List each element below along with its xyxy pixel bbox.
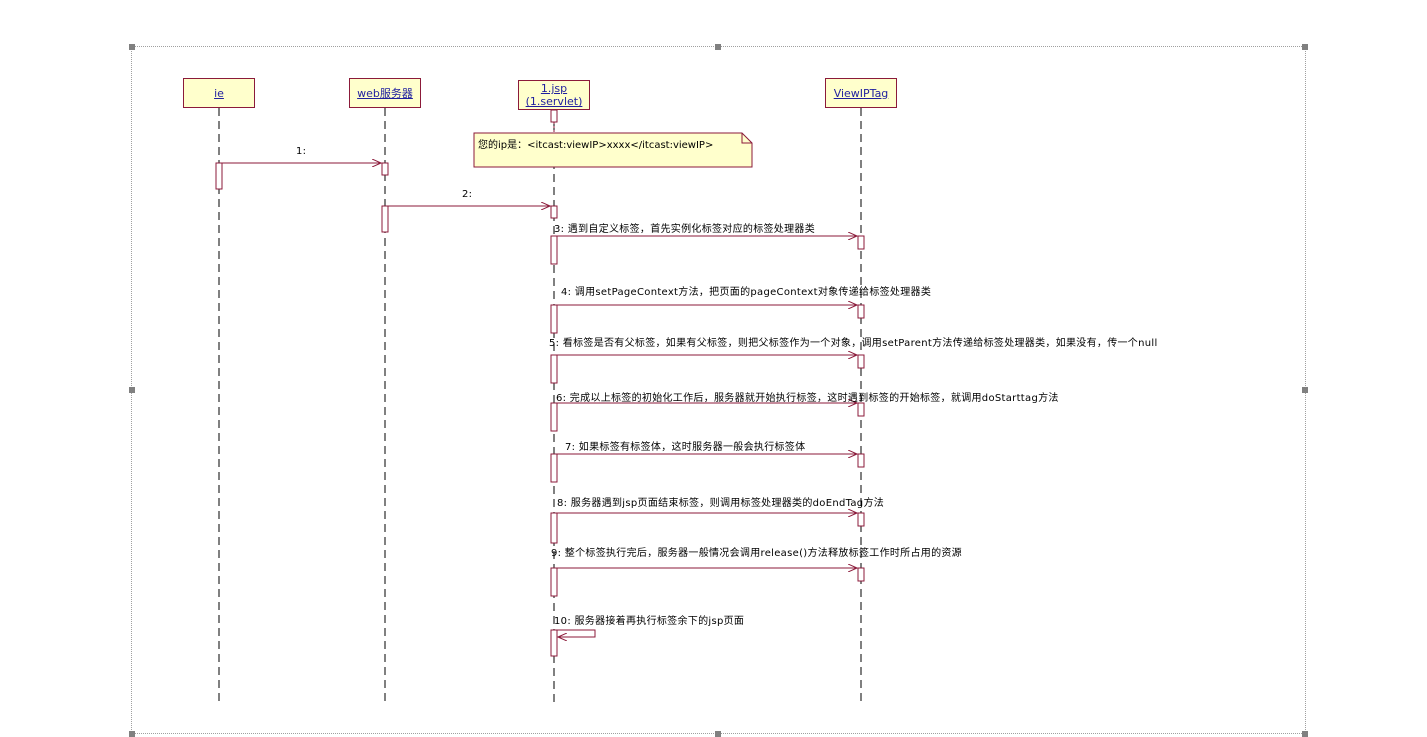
lifeline-head-tag[interactable]: ViewIPTag [825,78,897,108]
activation-jsp-1[interactable] [550,205,558,219]
activation-jsp-9[interactable] [550,629,558,657]
activation-tag-1[interactable] [857,235,865,250]
lifeline-label-jsp-sub: (1.servlet) [525,95,583,108]
message-label-5: 5: 看标签是否有父标签，如果有父标签，则把父标签作为一个对象，调用setPar… [549,338,1158,349]
note-fold [741,133,752,144]
note-text: 您的ip是：<itcast:viewIP>xxxx</itcast:viewIP… [478,140,714,151]
resize-handle-bottom[interactable] [715,731,721,737]
lifeline-label-tag: ViewIPTag [833,86,889,100]
activation-web-2[interactable] [381,205,389,233]
activation-jsp-8[interactable] [550,567,558,597]
message-label-3: 3: 遇到自定义标签，首先实例化标签对应的标签处理器类 [554,224,816,235]
resize-handle-bottom-left[interactable] [129,731,135,737]
activation-jsp-head[interactable] [550,109,558,123]
message-label-7: 7: 如果标签有标签体，这时服务器一般会执行标签体 [565,442,806,453]
activation-tag-2[interactable] [857,304,865,319]
activation-jsp-5[interactable] [550,402,558,432]
resize-handle-top-right[interactable] [1302,44,1308,50]
message-label-6: 6: 完成以上标签的初始化工作后，服务器就开始执行标签，这时遇到标签的开始标签，… [556,393,1059,404]
message-label-9: 9: 整个标签执行完后，服务器一般情况会调用release()方法释放标签工作时… [551,548,962,559]
activation-ie[interactable] [215,162,223,190]
resize-handle-bottom-right[interactable] [1302,731,1308,737]
activation-jsp-3[interactable] [550,304,558,334]
resize-handle-top[interactable] [715,44,721,50]
activation-tag-6[interactable] [857,512,865,527]
resize-handle-left[interactable] [129,387,135,393]
activation-tag-7[interactable] [857,567,865,582]
activation-tag-3[interactable] [857,354,865,369]
activation-jsp-2[interactable] [550,235,558,265]
message-arrow-10-self[interactable] [557,629,596,637]
resize-handle-top-left[interactable] [129,44,135,50]
lifeline-head-jsp[interactable]: 1.jsp (1.servlet) [518,80,590,110]
activation-jsp-4[interactable] [550,354,558,384]
lifeline-label-web: web服务器 [357,86,413,100]
resize-handle-right[interactable] [1302,387,1308,393]
lifeline-head-web[interactable]: web服务器 [349,78,421,108]
activation-jsp-6[interactable] [550,453,558,483]
activation-tag-4[interactable] [857,402,865,417]
lifeline-head-ie[interactable]: ie [183,78,255,108]
message-label-1: 1: [296,146,307,157]
activation-tag-5[interactable] [857,453,865,468]
message-label-4: 4: 调用setPageContext方法，把页面的pageContext对象传… [561,287,932,298]
message-label-8: 8: 服务器遇到jsp页面结束标签，则调用标签处理器类的doEndTag方法 [557,498,885,509]
message-label-10: 10: 服务器接着再执行标签余下的jsp页面 [554,616,745,627]
message-label-2: 2: [462,189,473,200]
note-shape[interactable] [473,132,753,168]
lifeline-label-ie: ie [214,86,224,100]
activation-web-1[interactable] [381,162,389,176]
lifeline-label-jsp: 1.jsp [540,82,568,95]
activation-jsp-7[interactable] [550,512,558,544]
